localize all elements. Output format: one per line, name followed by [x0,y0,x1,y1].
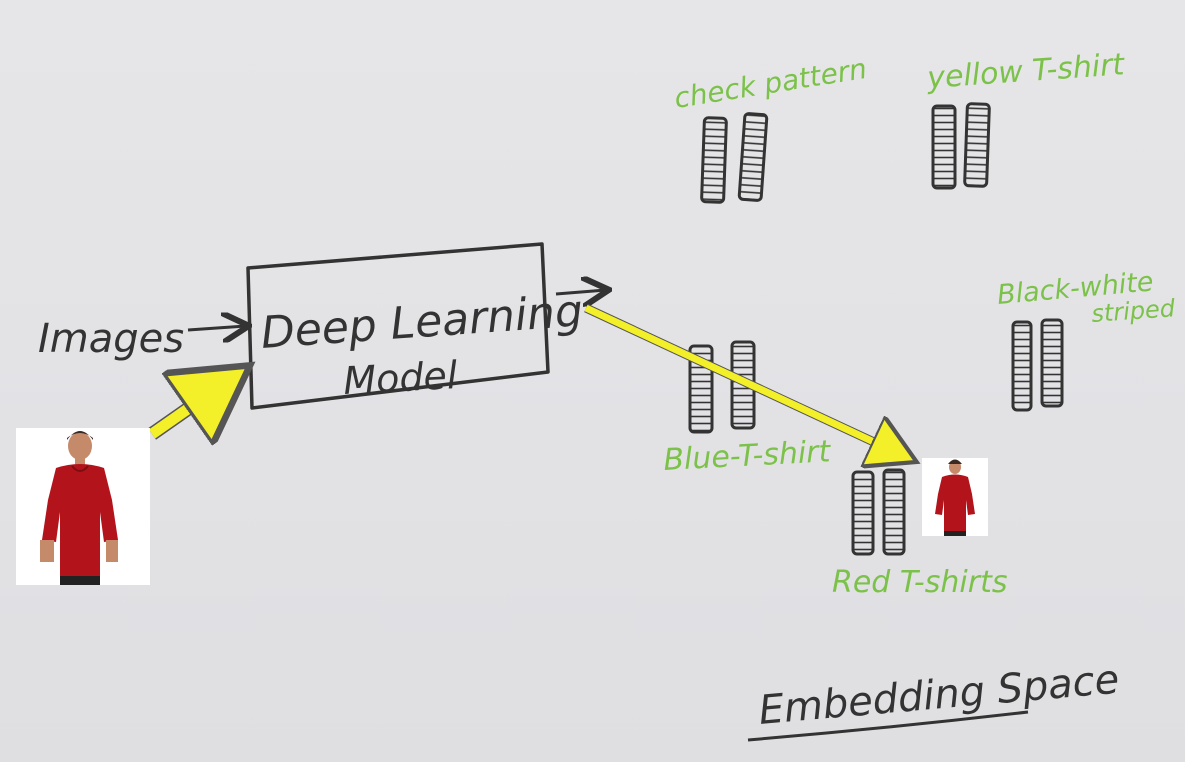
yellow-arrow-to-model-icon [148,378,232,434]
input-arrow-icon [187,326,246,330]
vector-bar [851,470,875,556]
yellow-arrow-to-embedding-icon [584,304,904,456]
cluster-check-vectors [700,112,769,204]
cluster-red-vectors [851,468,906,556]
vector-bar [963,102,991,188]
vector-bar [737,112,769,202]
cluster-label-check: check pattern [672,52,869,115]
vector-bar [1040,318,1064,408]
person-red-tshirt-thumbnail-icon [935,459,975,536]
embedded-photo-thumbnail [922,458,988,536]
model-label-line1: Deep Learning [259,286,584,359]
model-label-line2: Model [342,353,459,403]
person-red-tshirt-photo-icon [40,431,118,585]
caption-underline [747,710,1029,742]
cluster-blue-vectors [688,340,756,434]
vector-bar [882,468,906,556]
cluster-label-red: Red T-shirts [832,565,1007,600]
cluster-yellow-vectors [931,102,991,190]
vector-bar [700,116,728,204]
cluster-label-blue: Blue-T-shirt [663,434,833,478]
vector-bar [1011,320,1033,412]
cluster-label-yellow: yellow T-shirt [925,47,1126,96]
input-photo [16,428,150,585]
model-box [246,242,550,410]
output-arrow-icon [555,290,606,294]
cluster-label-bw-line2: striped [1090,294,1176,328]
cluster-bw-vectors [1011,318,1064,412]
vector-bar [931,104,957,190]
input-label: Images [38,316,184,362]
